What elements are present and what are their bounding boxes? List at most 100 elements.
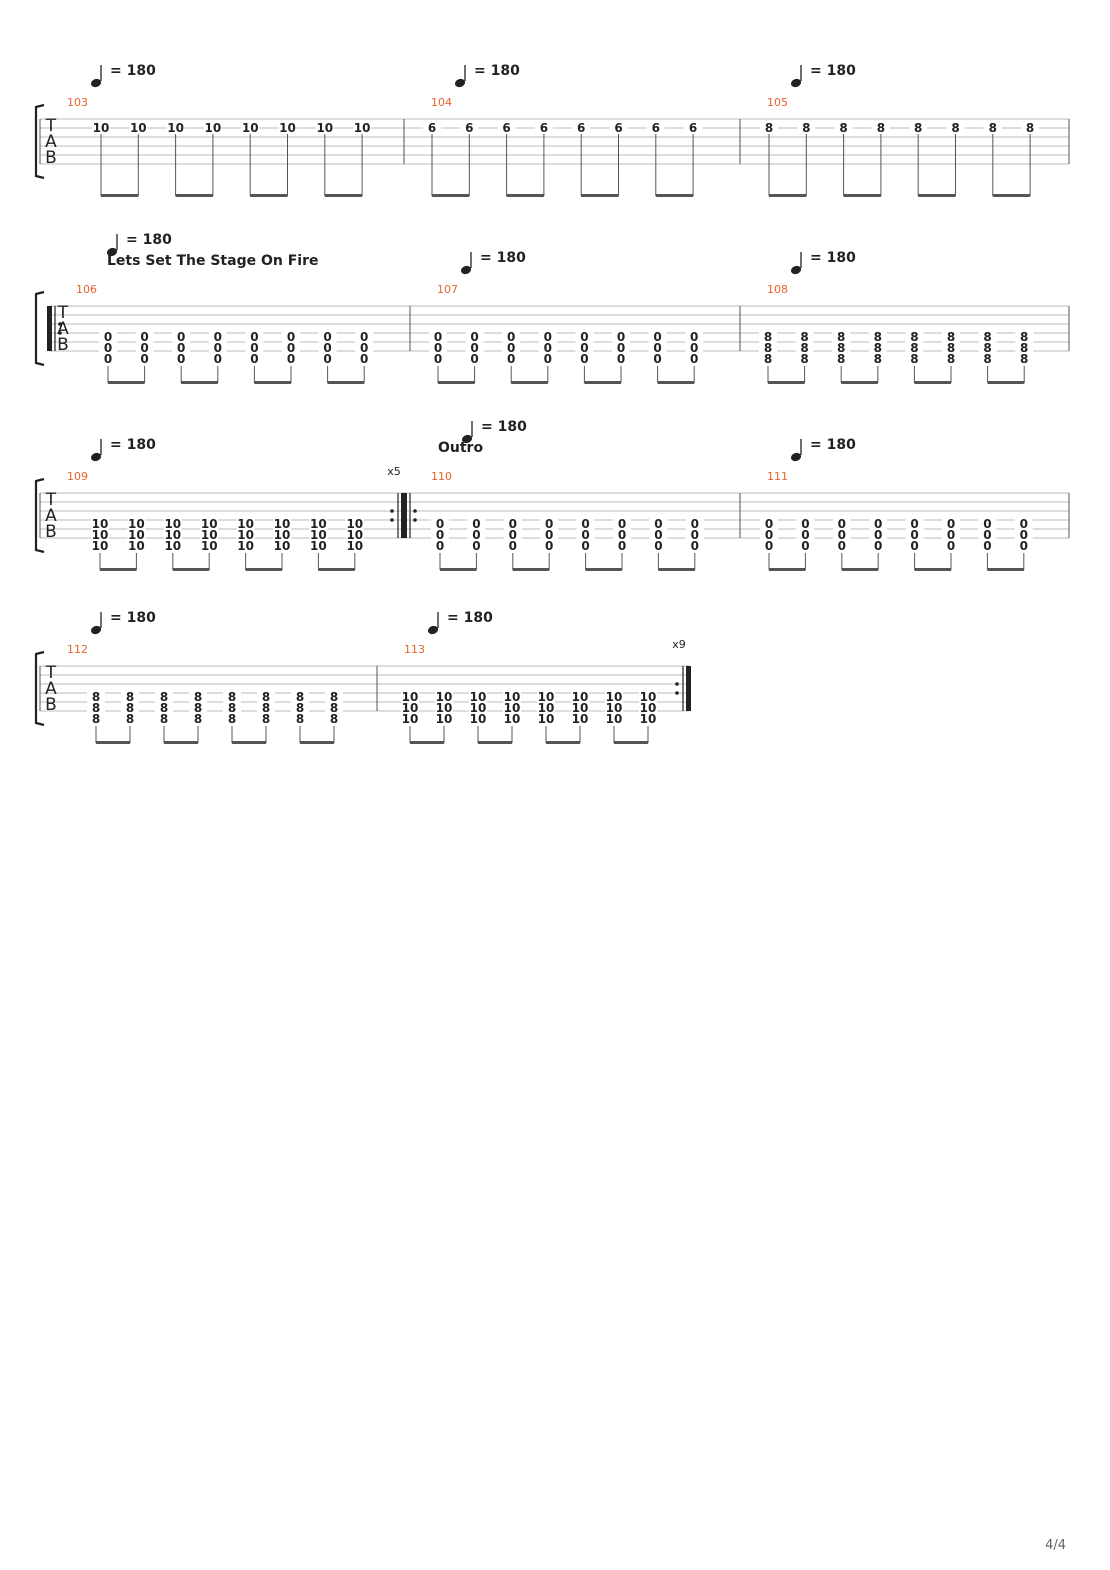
measure-110-beam [512,568,550,571]
measure-112-beam [232,741,266,744]
measure-113-note-bg [605,703,623,714]
measure-111-note-bg [869,530,888,541]
measure-112-note-bg [87,692,105,703]
measure-110-note-bg [576,541,595,552]
measure-112-beam [300,741,334,744]
measure-105-fret-number: 8 [951,121,959,135]
measure-108-fret-number: 8 [874,352,882,366]
measure-106-note-bg [282,343,300,354]
measure-109-note-bg [91,541,109,552]
measure-107-note-bg [465,332,484,343]
measure-110-fret-number: 0 [545,528,553,542]
measure-109-note-bg [91,519,109,530]
measure-107-note-bg [502,332,521,343]
measure-108-fret-number: 8 [800,341,808,355]
measure-103-note-bg [241,122,260,134]
measure-111-note-bg [978,541,997,552]
measure-109-note-bg [163,541,182,552]
measure-113-fret-number: 10 [402,712,419,726]
measure-109-note-bg [200,541,219,552]
measure-110-note-bg [649,530,668,541]
measure-107-fret-number: 0 [507,330,515,344]
measure-109-note-bg [200,530,219,541]
measure-112-note-bg [189,714,207,725]
measure-110-fret-number: 0 [472,539,480,553]
measure-104-fret-number: 6 [502,121,510,135]
measure-110-fret-number: 0 [509,528,517,542]
measure-107-note-bg [648,332,667,343]
measure-111-fret-number: 0 [910,517,918,531]
measure-113-repeat-end-thick [686,666,691,711]
measure-111-note-bg [760,519,778,530]
measure-103-fret-number: 10 [279,121,296,135]
measure-106-note-bg [135,343,154,354]
measure-113-note-bg [401,714,419,725]
measure-106-note-bg [99,332,117,343]
measure-109-fret-number: 10 [237,539,254,553]
measure-112-fret-number: 8 [296,701,304,715]
measure-108-beam [987,381,1025,384]
measure-110-fret-number: 0 [509,517,517,531]
measure-107-note-bg [538,354,557,365]
measure-108-fret-number: 8 [947,352,955,366]
measure-111-note-bg [905,530,924,541]
measure-108-note-bg [795,354,814,365]
measure-105-tempo: = 180 [810,63,856,79]
measure-106-fret-number: 0 [323,341,331,355]
measure-106-quarter-note-icon [106,247,118,257]
measure-112-note-bg [291,692,309,703]
measure-111-note-bg [942,519,960,530]
measure-107-note-bg [429,343,447,354]
measure-109-fret-number: 10 [274,517,291,531]
measure-110-fret-number: 0 [618,517,626,531]
measure-109-note-bg [127,519,146,530]
measure-109-fret-number: 10 [128,517,145,531]
measure-111-fret-number: 0 [874,517,882,531]
measure-104-fret-number: 6 [577,121,585,135]
measure-104-note-bg [497,122,516,134]
measure-109-note-bg [236,541,255,552]
measure-108-note-bg [978,354,997,365]
measure-108-beam [914,381,951,384]
measure-112-fret-number: 8 [160,701,168,715]
measure-108-beam [841,381,878,384]
measure-105-fret-number: 8 [989,121,997,135]
measure-108-fret-number: 8 [800,330,808,344]
measure-110-quarter-note-icon [461,434,473,444]
measure-107-fret-number: 0 [507,341,515,355]
measure-106-note-bg [355,332,374,343]
measure-103-note-bg [278,122,297,134]
measure-107-fret-number: 0 [470,352,478,366]
measure-113-note-bg [401,692,419,703]
measure-108-note-bg [759,354,777,365]
measure-109-beam [100,568,137,571]
measure-113-note-bg [571,692,589,703]
measure-108-number: 108 [767,283,788,296]
measure-111-fret-number: 0 [910,528,918,542]
measure-107-fret-number: 0 [653,330,661,344]
measure-111-fret-number: 0 [947,539,955,553]
measure-103-fret-number: 10 [316,121,333,135]
measure-111-quarter-note-icon [790,452,802,462]
measure-105-beam [769,194,807,197]
measure-113-fret-number: 10 [606,712,623,726]
measure-113-note-bg [469,692,487,703]
measure-109-note-bg [309,541,328,552]
measure-108-note-bg [942,343,960,354]
measure-107-note-bg [612,354,630,365]
measure-108-note-bg [868,332,887,343]
measure-108-fret-number: 8 [910,341,918,355]
measure-109-fret-number: 10 [201,528,218,542]
measure-105-note-bg [909,122,928,134]
measure-110-note-bg [540,530,559,541]
measure-105-note-bg [983,122,1002,134]
measure-107-note-bg [575,354,594,365]
measure-107-note-bg [538,332,557,343]
measure-110-fret-number: 0 [509,539,517,553]
measure-107-fret-number: 0 [544,352,552,366]
measure-108-fret-number: 8 [947,341,955,355]
measure-112-note-bg [189,692,207,703]
measure-110-note-bg [649,519,668,530]
measure-103-note-bg [166,122,185,134]
measure-107-note-bg [648,343,667,354]
